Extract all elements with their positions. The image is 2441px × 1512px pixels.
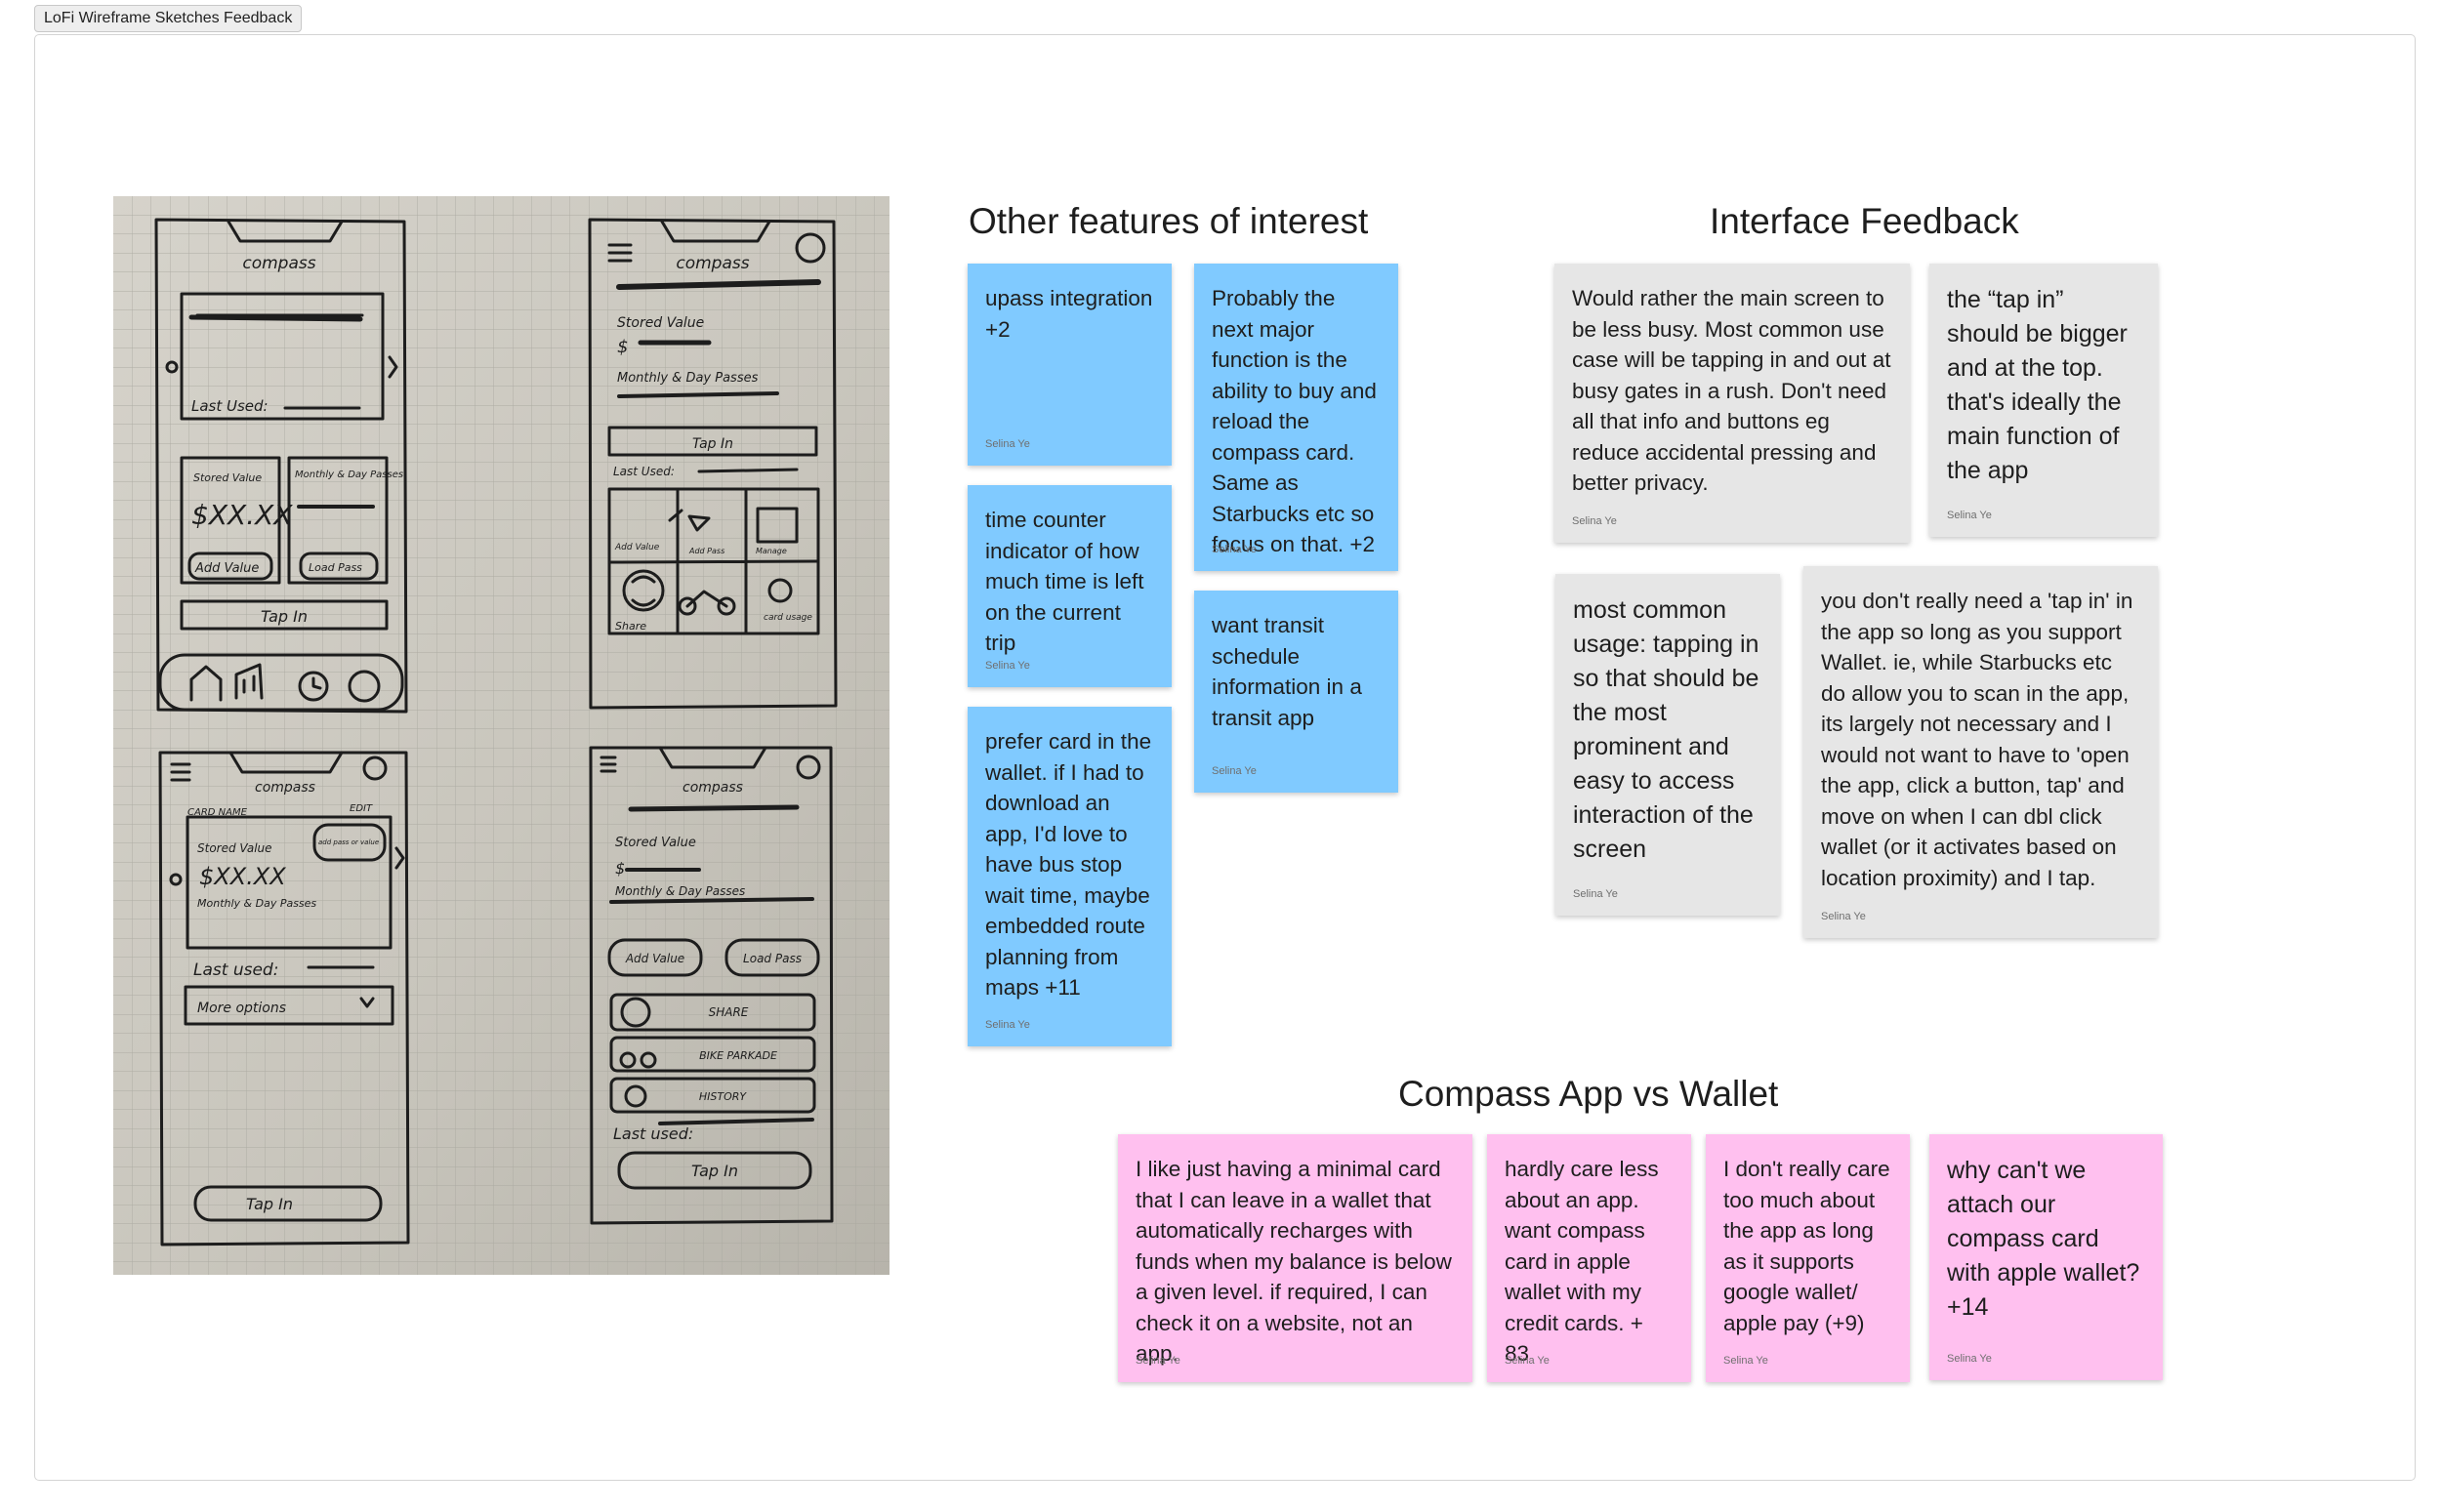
sketch-s1-load-pass: Load Pass bbox=[309, 561, 362, 574]
sketch-s1-passes: Monthly & Day Passes bbox=[295, 470, 403, 480]
sticky-note-author: Selina Ye bbox=[1947, 510, 1992, 521]
sticky-note-wallet-apple-wallet[interactable]: hardly care less about an app. want comp… bbox=[1487, 1134, 1691, 1382]
sticky-note-text: time counter indicator of how much time … bbox=[985, 508, 1144, 655]
sketch-s3-card-name: CARD NAME bbox=[187, 807, 248, 818]
sticky-note-feature-wallet-card[interactable]: prefer card in the wallet. if I had to d… bbox=[968, 707, 1172, 1046]
sketch-s3-title: compass bbox=[255, 780, 315, 796]
sketch-s2-card-usage: card usage bbox=[764, 613, 812, 623]
sketch-s3-edit: EDIT bbox=[350, 803, 373, 814]
sketch-s4-tap-in: Tap In bbox=[691, 1162, 738, 1180]
sketch-s2-share: Share bbox=[615, 620, 646, 633]
wireframe-sketch-photo[interactable]: compass Last Used: Stored Value $XX.XX M… bbox=[113, 196, 890, 1275]
section-title-wallet: Compass App vs Wallet bbox=[1398, 1074, 1779, 1114]
sketch-s4-dollar: $ bbox=[615, 859, 625, 878]
section-title-interface: Interface Feedback bbox=[1710, 201, 2019, 241]
sticky-note-interface-less-busy[interactable]: Would rather the main screen to be less … bbox=[1554, 264, 1910, 543]
sticky-note-text: upass integration +2 bbox=[985, 286, 1153, 342]
sticky-note-author: Selina Ye bbox=[1136, 1355, 1180, 1367]
sticky-note-author: Selina Ye bbox=[1947, 1353, 1992, 1365]
sketch-s3-amount: $XX.XX bbox=[199, 863, 286, 890]
sticky-note-author: Selina Ye bbox=[1212, 544, 1257, 555]
frame-label[interactable]: LoFi Wireframe Sketches Feedback bbox=[34, 5, 303, 32]
sketch-s4-stored-value: Stored Value bbox=[615, 836, 696, 850]
sticky-note-interface-wallet-support[interactable]: you don't really need a 'tap in' in the … bbox=[1803, 566, 2158, 938]
sticky-note-text: Would rather the main screen to be less … bbox=[1572, 286, 1891, 495]
sticky-note-text: want transit schedule information in a t… bbox=[1212, 613, 1362, 730]
sticky-note-author: Selina Ye bbox=[985, 1019, 1030, 1031]
sketch-s3-add-pass: add pass or value bbox=[318, 838, 379, 846]
sticky-note-wallet-minimal-card[interactable]: I like just having a minimal card that I… bbox=[1118, 1134, 1472, 1382]
sketch-s1-title: compass bbox=[242, 254, 315, 273]
sketch-s4-passes: Monthly & Day Passes bbox=[615, 884, 745, 898]
sticky-note-feature-schedule[interactable]: want transit schedule information in a t… bbox=[1194, 591, 1398, 793]
sketch-s2-stored-value: Stored Value bbox=[617, 315, 704, 331]
sketch-s2-last-used: Last Used: bbox=[613, 465, 675, 478]
sketch-s1-amount: $XX.XX bbox=[191, 499, 293, 531]
sticky-note-text: most common usage: tapping in so that sh… bbox=[1573, 596, 1759, 863]
sketch-s2-passes: Monthly & Day Passes bbox=[617, 371, 759, 386]
sketch-s4-share: SHARE bbox=[709, 1005, 749, 1019]
sketch-s1-stored-value: Stored Value bbox=[193, 471, 262, 484]
sticky-note-author: Selina Ye bbox=[1821, 911, 1866, 922]
sticky-note-text: prefer card in the wallet. if I had to d… bbox=[985, 729, 1152, 1000]
sketch-s2-dollar: $ bbox=[617, 337, 628, 357]
sketch-s3-tap-in: Tap In bbox=[246, 1195, 293, 1213]
sticky-note-wallet-google-pay[interactable]: I don't really care too much about the a… bbox=[1706, 1134, 1910, 1382]
sticky-note-author: Selina Ye bbox=[1505, 1355, 1550, 1367]
sticky-note-interface-tap-in-bigger[interactable]: the “tap in” should be bigger and at the… bbox=[1929, 264, 2158, 537]
sticky-note-feature-time-counter[interactable]: time counter indicator of how much time … bbox=[968, 485, 1172, 687]
sticky-note-author: Selina Ye bbox=[1572, 515, 1617, 527]
sticky-note-author: Selina Ye bbox=[985, 438, 1030, 450]
sketch-s1-last-used: Last Used: bbox=[191, 397, 269, 415]
sticky-note-text: why can't we attach our compass card wit… bbox=[1947, 1157, 2140, 1321]
sticky-note-feature-upass[interactable]: upass integration +2 Selina Ye bbox=[968, 264, 1172, 466]
sketch-s3-last-used: Last used: bbox=[193, 960, 278, 980]
sketch-s4-title: compass bbox=[683, 780, 743, 796]
sketch-s2-title: compass bbox=[676, 254, 749, 273]
sketch-s3-passes: Monthly & Day Passes bbox=[197, 897, 316, 910]
sketch-s3-stored-value: Stored Value bbox=[197, 841, 272, 855]
sticky-note-author: Selina Ye bbox=[985, 660, 1030, 672]
sketch-s2-add-value: Add Value bbox=[614, 543, 660, 552]
sticky-note-author: Selina Ye bbox=[1573, 888, 1618, 900]
sticky-note-author: Selina Ye bbox=[1723, 1355, 1768, 1367]
sketch-s4-history: HISTORY bbox=[699, 1090, 748, 1103]
sketch-s1-add-value: Add Value bbox=[194, 561, 259, 576]
sketch-s2-add-pass: Add Pass bbox=[688, 547, 724, 555]
sketch-s2-manage: Manage bbox=[756, 547, 787, 555]
sticky-note-text: I don't really care too much about the a… bbox=[1723, 1157, 1890, 1335]
sketch-s4-load-pass: Load Pass bbox=[743, 952, 802, 965]
sketch-s4-bike-parkade: BIKE PARKADE bbox=[699, 1049, 777, 1062]
sticky-note-text: I like just having a minimal card that I… bbox=[1136, 1157, 1452, 1366]
sticky-note-text: you don't really need a 'tap in' in the … bbox=[1821, 589, 2133, 890]
sketch-s4-last-used: Last used: bbox=[613, 1124, 693, 1143]
sticky-note-text: hardly care less about an app. want comp… bbox=[1505, 1157, 1659, 1366]
sticky-note-text: Probably the next major function is the … bbox=[1212, 286, 1377, 556]
sketch-s1-tap-in: Tap In bbox=[261, 607, 308, 626]
sketch-s3-more-options: More options bbox=[197, 1001, 286, 1016]
sketch-s4-add-value: Add Value bbox=[625, 952, 684, 965]
sticky-note-wallet-attach-card[interactable]: why can't we attach our compass card wit… bbox=[1929, 1134, 2163, 1380]
sticky-note-author: Selina Ye bbox=[1212, 765, 1257, 777]
sticky-note-feature-reload[interactable]: Probably the next major function is the … bbox=[1194, 264, 1398, 571]
sticky-note-text: the “tap in” should be bigger and at the… bbox=[1947, 286, 2128, 484]
sticky-note-interface-most-common[interactable]: most common usage: tapping in so that sh… bbox=[1555, 574, 1780, 916]
section-title-features: Other features of interest bbox=[969, 201, 1369, 241]
sketch-s2-tap-in: Tap In bbox=[692, 436, 733, 452]
